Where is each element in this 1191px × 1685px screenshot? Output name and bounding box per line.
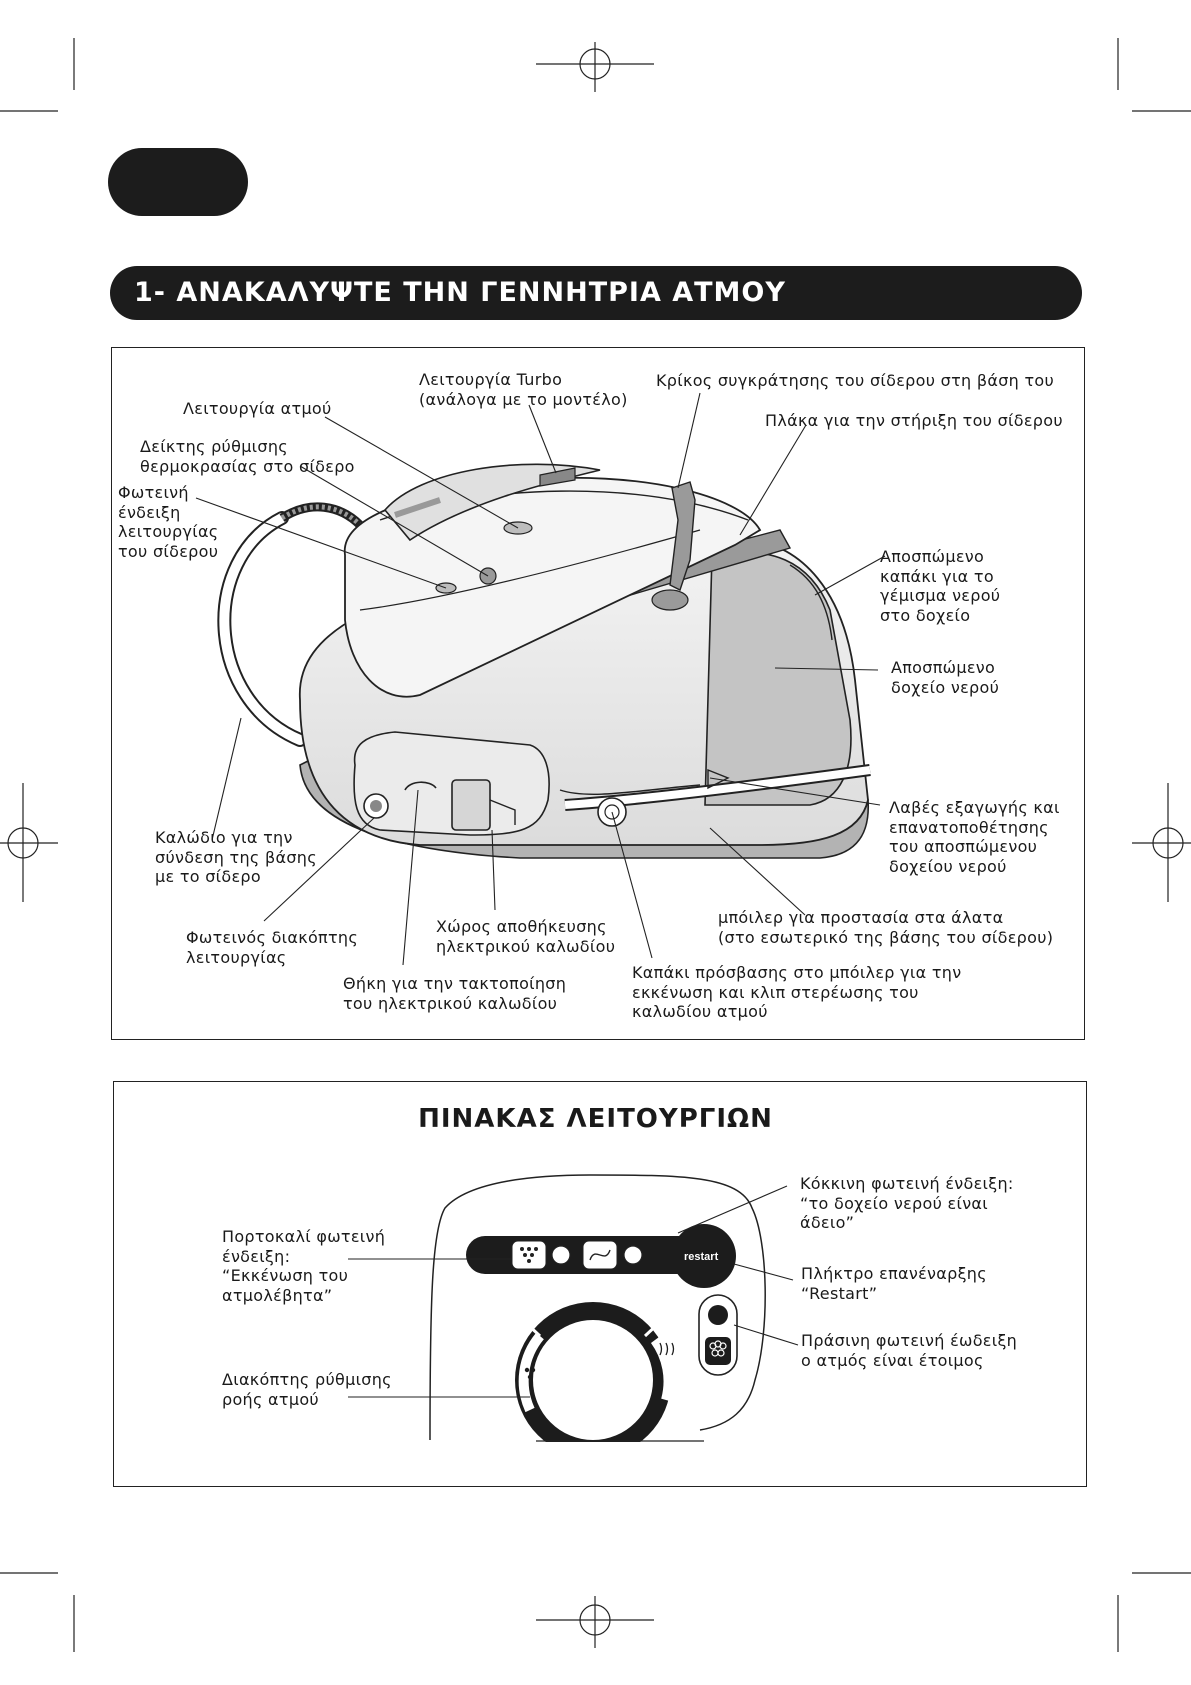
label-restart-button: Πλήκτρο επανέναρξης“Restart” <box>801 1264 987 1303</box>
registration-mark-icon <box>536 42 654 92</box>
green-light <box>708 1305 728 1325</box>
control-panel-frame <box>113 1081 1087 1487</box>
label-locking-ring: Κρίκος συγκράτησης του σίδερου στη βάση … <box>656 371 1055 390</box>
label-red-light: Κόκκινη φωτεινή ένδειξη:“το δοχείο νερού… <box>800 1174 1014 1232</box>
ready-indicator-frame <box>698 1294 738 1376</box>
steam-cloud-icon <box>705 1337 731 1365</box>
label-rest-plate: Πλάκα για την στήριξη του σίδερου <box>765 411 1063 430</box>
registration-mark-icon <box>1132 783 1191 902</box>
diagram-frame <box>111 347 1085 1040</box>
label-steam-function: Λειτουργία ατμού <box>183 399 332 418</box>
panel-title: ΠΙΝΑΚΑΣ ΛΕΙΤΟΥΡΓΙΩΝ <box>418 1104 773 1134</box>
cable-plug <box>451 779 491 831</box>
registration-mark-icon <box>0 783 58 902</box>
page-tab-marker <box>108 148 248 216</box>
red-light <box>623 1245 643 1265</box>
orange-light <box>551 1245 571 1265</box>
locking-ring <box>669 481 696 591</box>
registration-mark-icon <box>536 1596 654 1648</box>
label-boiler: μπόιλερ για προστασία στα άλατα(στο εσωτ… <box>718 908 1054 947</box>
section-title: 1- ΑΝΑΚΑΛΥΨΤΕ ΤΗΝ ΓΕΝΝΗΤΡΙΑ ΑΤΜΟΥ <box>110 266 1082 320</box>
steam-drops-icon <box>511 1240 547 1270</box>
label-turbo: Λειτουργία Turbo(ανάλογα με το μοντέλο) <box>419 370 628 409</box>
restart-text: restart <box>684 1251 719 1263</box>
panel-outline <box>429 1174 766 1441</box>
turbo-button <box>539 467 576 487</box>
restart-button <box>672 1224 736 1288</box>
